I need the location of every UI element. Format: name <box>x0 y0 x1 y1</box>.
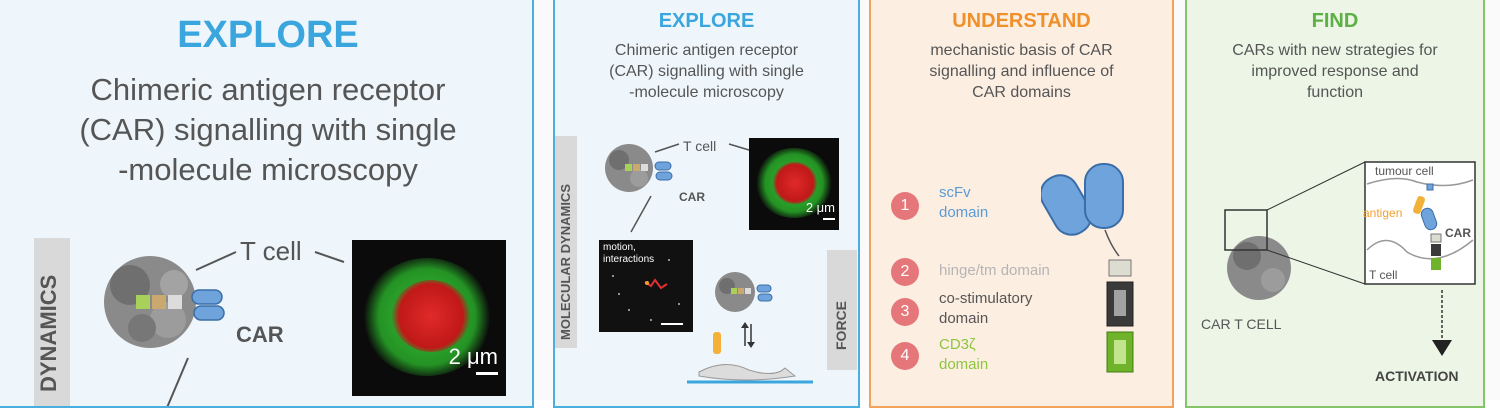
find-panel: FIND CARs with new strategies for improv… <box>1185 0 1485 408</box>
activation-arrow-icon <box>1432 290 1452 356</box>
explore-microscopy-image: 2 μm <box>749 138 839 230</box>
find-desc-line-2: improved response and <box>1251 63 1419 80</box>
car-t-cell-label: CAR T CELL <box>1201 316 1282 332</box>
motion-label-2: interactions <box>603 254 655 265</box>
left-side-bar <box>34 238 70 406</box>
domain-badge-4: 4 <box>891 342 919 370</box>
understand-description: mechanistic basis of CAR signalling and … <box>871 40 1172 103</box>
explore-desc-line-3: -molecule microscopy <box>629 84 784 101</box>
find-description: CARs with new strategies for improved re… <box>1187 40 1483 103</box>
domain-badge-3: 3 <box>891 298 919 326</box>
left-car-label: CAR <box>236 322 284 347</box>
left-panel-title: EXPLORE <box>177 14 359 56</box>
motion-image: motion, interactions <box>599 240 693 332</box>
force-bar <box>827 250 857 370</box>
domain-3-line-2: domain <box>939 310 989 327</box>
left-desc-line-2: (CAR) signalling with single <box>79 112 457 147</box>
find-title: FIND <box>1311 10 1359 32</box>
explore-description: Chimeric antigen receptor (CAR) signalli… <box>555 40 858 103</box>
domain-1-line-2: domain <box>939 204 989 221</box>
activation-label: ACTIVATION <box>1375 368 1459 384</box>
left-tcell-label: T cell <box>240 236 302 266</box>
understand-title: UNDERSTAND <box>952 10 1091 32</box>
scfv-domain-icon <box>1041 163 1124 236</box>
explore-title: EXPLORE <box>658 10 755 32</box>
force-diagram <box>687 272 813 384</box>
find-car-label: CAR <box>1445 226 1471 240</box>
domain-4-line-1: CD3ζ <box>939 336 976 353</box>
car-t-cell-icon <box>1227 236 1291 300</box>
molecular-dynamics-label: MOLECULAR DYNAMICS <box>558 184 573 340</box>
left-side-label: DYNAMICS <box>36 274 61 392</box>
left-scale-label: 2 μm <box>448 344 498 369</box>
explore-desc-line-2: (CAR) signalling with single <box>609 63 804 80</box>
domain-badge-1: 1 <box>891 192 919 220</box>
domain-badge-2: 2 <box>891 258 919 286</box>
understand-panel: UNDERSTAND mechanistic basis of CAR sign… <box>869 0 1174 408</box>
force-arrows-icon <box>741 322 755 348</box>
left-desc-line-1: Chimeric antigen receptor <box>90 72 446 107</box>
explore-panel: EXPLORE Chimeric antigen receptor (CAR) … <box>553 0 860 408</box>
left-panel-description: Chimeric antigen receptor (CAR) signalli… <box>0 70 532 190</box>
left-microscopy-image: 2 μm <box>352 240 506 396</box>
car-tcell-diagram <box>1224 161 1476 356</box>
left-scale-bar <box>476 372 498 375</box>
car-receptor-icon <box>191 289 225 321</box>
motion-trace <box>612 259 683 325</box>
force-label: FORCE <box>833 301 849 350</box>
explore-scale-bar <box>823 218 835 220</box>
car-structure-diagram <box>1041 163 1134 373</box>
find-tcell-label: T cell <box>1369 268 1398 282</box>
find-desc-line-3: function <box>1306 84 1364 101</box>
domain-3-line-1: co-stimulatory <box>939 290 1033 307</box>
explore-scale-label: 2 μm <box>805 200 835 215</box>
explore-desc-line-1: Chimeric antigen receptor <box>614 42 799 59</box>
left-explore-panel: EXPLORE Chimeric antigen receptor (CAR) … <box>0 0 534 408</box>
understand-desc-line-3: CAR domains <box>972 84 1071 101</box>
understand-desc-line-1: mechanistic basis of CAR <box>930 42 1113 59</box>
explore-car-label: CAR <box>679 190 705 204</box>
explore-tcell-label: T cell <box>683 138 717 154</box>
domain-1-line-1: scFv <box>939 184 971 201</box>
antigen-label: antigen <box>1363 206 1403 220</box>
tumour-cell-label: tumour cell <box>1375 164 1434 178</box>
t-cell-icon <box>605 144 653 192</box>
molecular-dynamics-bar <box>555 136 577 348</box>
domain-4-line-2: domain <box>939 356 989 373</box>
domain-2-line-1: hinge/tm domain <box>939 262 1050 279</box>
car-receptor-icon <box>654 161 673 181</box>
left-desc-line-3: -molecule microscopy <box>118 152 418 187</box>
explore-tcell-diagram <box>605 143 750 233</box>
find-desc-line-1: CARs with new strategies for <box>1232 42 1438 59</box>
left-tcell-diagram <box>104 251 345 406</box>
understand-desc-line-2: signalling and influence of <box>929 63 1114 80</box>
motion-label-1: motion, <box>603 242 636 253</box>
